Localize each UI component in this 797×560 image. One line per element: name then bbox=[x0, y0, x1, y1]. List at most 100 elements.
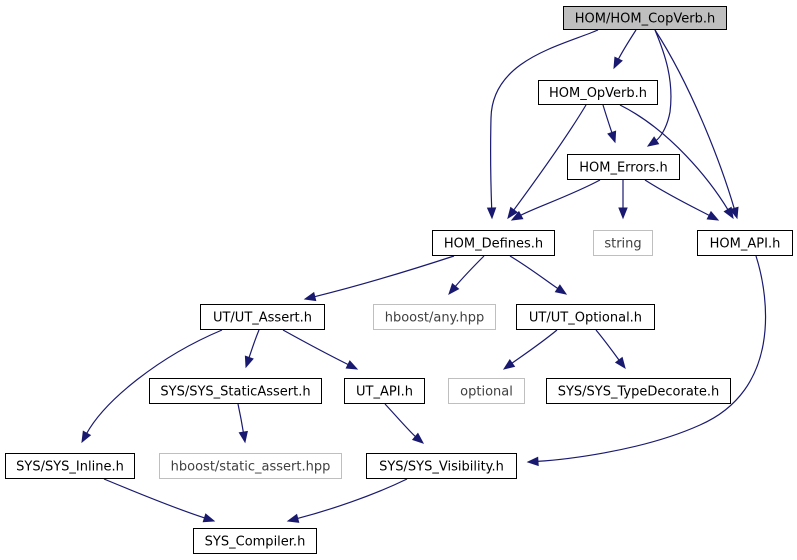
node-defines[interactable]: HOM_Defines.h bbox=[432, 230, 555, 256]
edge-opverb-to-errors bbox=[602, 104, 617, 144]
arrow-head-icon bbox=[286, 513, 300, 523]
edge-line bbox=[644, 179, 711, 217]
node-box bbox=[567, 154, 680, 180]
node-utapi[interactable]: UT_API.h bbox=[344, 378, 425, 404]
edge-line bbox=[654, 29, 672, 142]
edge-layer bbox=[81, 29, 767, 523]
arrow-head-icon bbox=[729, 206, 739, 220]
node-label: HOM_Errors.h bbox=[579, 161, 668, 176]
node-label: UT_API.h bbox=[356, 385, 413, 400]
edge-line bbox=[536, 255, 767, 462]
arrow-head-icon bbox=[238, 430, 248, 444]
arrow-head-icon bbox=[345, 360, 359, 370]
node-label: HOM_OpVerb.h bbox=[549, 86, 647, 101]
edge-defines-to-anyhpp bbox=[448, 255, 485, 296]
edge-line bbox=[248, 329, 260, 359]
node-box bbox=[448, 378, 525, 404]
edge-utassert-to-utapi bbox=[282, 329, 359, 370]
edge-line bbox=[617, 29, 637, 61]
arrow-head-icon bbox=[507, 206, 518, 220]
edge-defines-to-utassert bbox=[303, 255, 455, 302]
node-opverb[interactable]: HOM_OpVerb.h bbox=[538, 80, 658, 105]
node-box bbox=[366, 453, 517, 479]
arrow-head-icon bbox=[607, 130, 617, 144]
node-label: hboost/static_assert.hpp bbox=[171, 460, 331, 475]
node-visibility[interactable]: SYS/SYS_Visibility.h bbox=[366, 453, 517, 479]
arrow-head-icon bbox=[486, 207, 497, 220]
node-label: SYS/SYS_Visibility.h bbox=[379, 460, 504, 475]
edge-line bbox=[85, 329, 223, 435]
edge-line bbox=[519, 179, 601, 217]
node-compiler[interactable]: SYS_Compiler.h bbox=[193, 528, 317, 554]
arrow-head-icon bbox=[244, 355, 254, 369]
arrow-head-icon bbox=[723, 206, 734, 220]
node-layer: HOM/HOM_CopVerb.hHOM_OpVerb.hHOM_Errors.… bbox=[5, 6, 793, 554]
node-box bbox=[149, 378, 322, 404]
edge-inline-to-compiler bbox=[103, 478, 216, 523]
node-label: UT/UT_Optional.h bbox=[529, 311, 642, 326]
node-copverb[interactable]: HOM/HOM_CopVerb.h bbox=[563, 6, 727, 30]
node-utoptional[interactable]: UT/UT_Optional.h bbox=[516, 304, 655, 330]
node-box bbox=[546, 378, 731, 404]
arrow-head-icon bbox=[411, 432, 425, 444]
edge-opverb-to-api bbox=[619, 104, 734, 220]
edge-defines-to-utoptional bbox=[509, 255, 568, 295]
edge-utassert-to-staticassert bbox=[244, 329, 260, 369]
edge-errors-to-string bbox=[618, 179, 628, 220]
edge-line bbox=[313, 255, 455, 298]
arrow-head-icon bbox=[502, 359, 516, 370]
node-staticassert[interactable]: SYS/SYS_StaticAssert.h bbox=[149, 378, 322, 404]
edge-line bbox=[509, 255, 559, 290]
node-label: HOM_API.h bbox=[710, 237, 781, 252]
node-box bbox=[516, 304, 655, 330]
edge-api-to-visibility bbox=[526, 255, 767, 467]
node-label: string bbox=[604, 237, 641, 252]
edge-line bbox=[510, 329, 558, 365]
arrow-head-icon bbox=[618, 207, 628, 220]
edge-errors-to-api bbox=[644, 179, 720, 221]
edge-visibility-to-compiler bbox=[286, 478, 408, 523]
node-box bbox=[193, 528, 317, 554]
arrow-head-icon bbox=[81, 430, 92, 444]
edge-copverb-to-api bbox=[654, 29, 739, 220]
node-label: hboost/any.hpp bbox=[385, 311, 485, 326]
edge-line bbox=[512, 104, 587, 212]
node-errors[interactable]: HOM_Errors.h bbox=[567, 154, 680, 180]
node-box bbox=[159, 453, 342, 479]
node-inline[interactable]: SYS/SYS_Inline.h bbox=[5, 453, 135, 479]
edge-line bbox=[602, 104, 613, 134]
node-string: string bbox=[593, 230, 653, 256]
node-box bbox=[432, 230, 555, 256]
node-box bbox=[5, 453, 135, 479]
edge-line bbox=[384, 403, 417, 438]
node-box bbox=[200, 304, 325, 330]
edge-line bbox=[296, 478, 408, 520]
edge-errors-to-defines bbox=[510, 179, 601, 221]
node-anyhpp: hboost/any.hpp bbox=[373, 304, 496, 330]
arrow-head-icon bbox=[448, 282, 460, 296]
edge-line bbox=[454, 255, 485, 288]
edge-utoptional-to-typedecorate bbox=[595, 329, 626, 370]
arrow-head-icon bbox=[510, 210, 524, 221]
node-box bbox=[538, 80, 658, 105]
arrow-head-icon bbox=[613, 56, 623, 70]
node-optional: optional bbox=[448, 378, 525, 404]
node-typedecorate[interactable]: SYS/SYS_TypeDecorate.h bbox=[546, 378, 731, 404]
node-utassert[interactable]: UT/UT_Assert.h bbox=[200, 304, 325, 330]
node-staticasserthpp: hboost/static_assert.hpp bbox=[159, 453, 342, 479]
edge-line bbox=[619, 104, 729, 211]
edge-utassert-to-inline bbox=[81, 329, 223, 444]
node-box bbox=[563, 6, 727, 30]
node-label: SYS_Compiler.h bbox=[205, 535, 306, 550]
node-label: SYS/SYS_Inline.h bbox=[16, 460, 124, 475]
node-box bbox=[593, 230, 653, 256]
edge-copverb-to-errors bbox=[646, 29, 672, 147]
edge-utoptional-to-optional bbox=[502, 329, 558, 370]
node-box bbox=[344, 378, 425, 404]
node-label: SYS/SYS_TypeDecorate.h bbox=[558, 385, 720, 400]
node-api[interactable]: HOM_API.h bbox=[697, 230, 793, 256]
arrow-head-icon bbox=[646, 136, 660, 147]
node-label: optional bbox=[460, 385, 513, 400]
node-label: SYS/SYS_StaticAssert.h bbox=[160, 385, 310, 400]
